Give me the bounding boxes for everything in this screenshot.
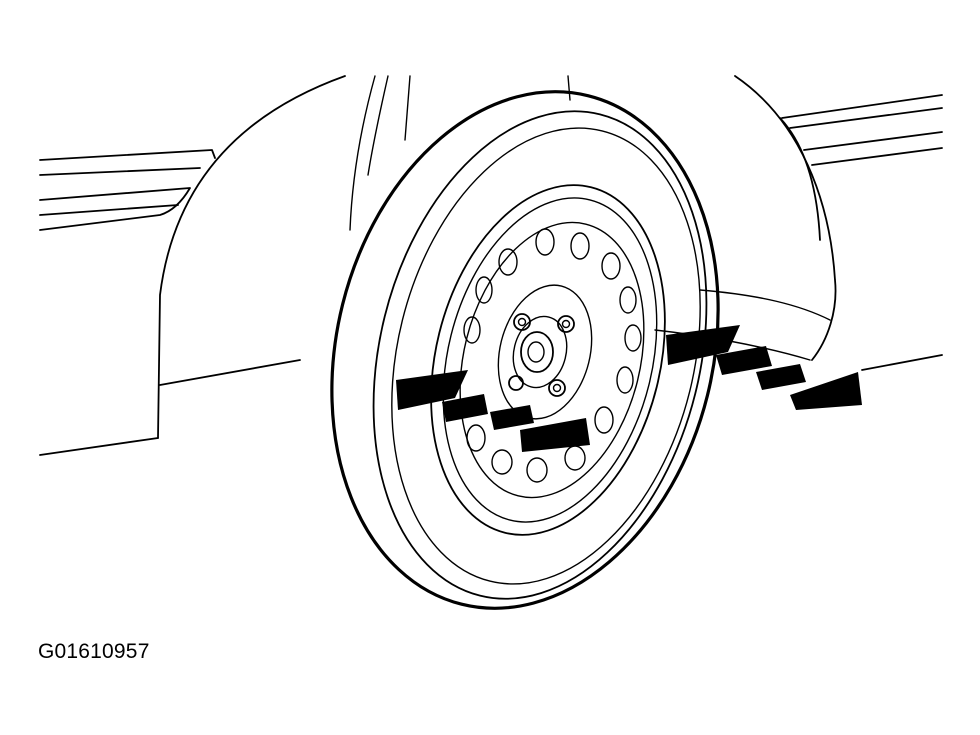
lug-nuts xyxy=(508,313,575,397)
figure-id-label: G01610957 xyxy=(38,640,150,663)
wheel-direction-arrow-left xyxy=(396,370,590,452)
tire xyxy=(330,90,720,610)
wheel-vent-slots xyxy=(463,228,642,483)
vehicle-body xyxy=(39,75,943,456)
steel-wheel xyxy=(430,184,666,536)
wheel-direction-arrow-right xyxy=(666,325,862,410)
